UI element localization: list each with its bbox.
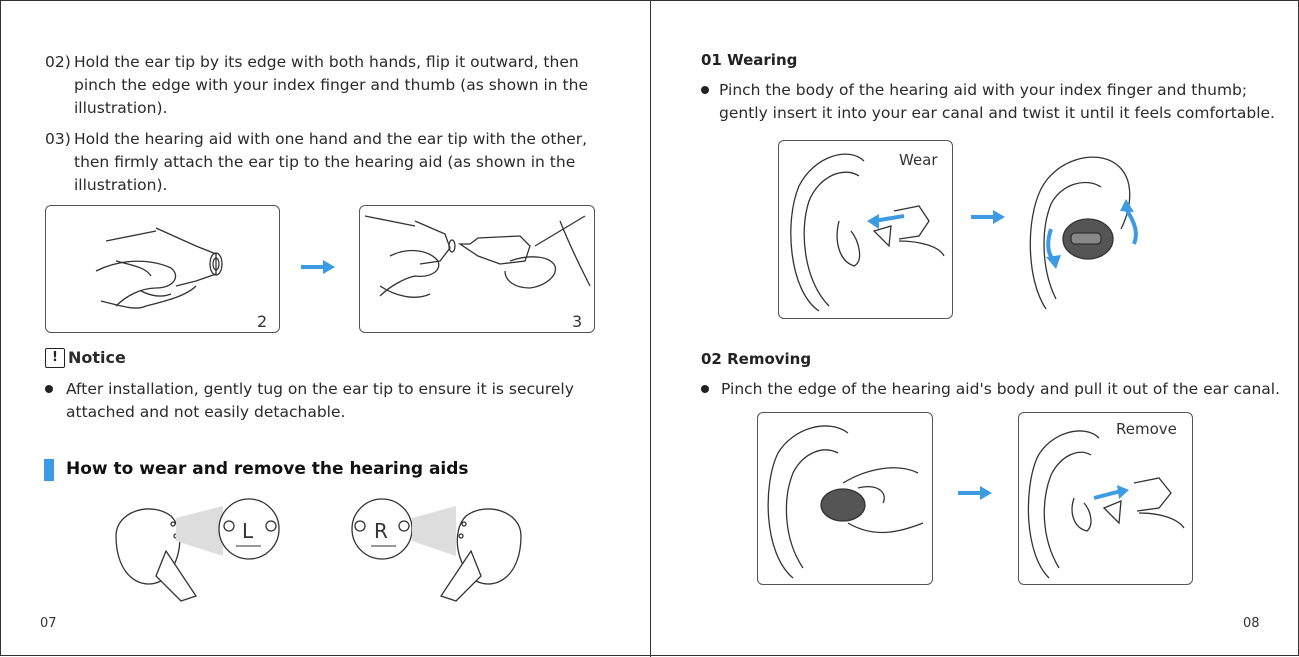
remove-panel-label: Remove [1116, 420, 1177, 438]
removing-line1: Pinch the edge of the hearing aid's body… [721, 380, 1281, 398]
step-03-line1: Hold the hearing aid with one hand and t… [74, 130, 588, 148]
step-02-line2: pinch the edge with your index finger an… [74, 76, 588, 94]
step-02-line3: illustration). [74, 99, 168, 117]
ear-insert-illustration [790, 153, 945, 312]
ear-tip-pinch-illustration [95, 227, 223, 309]
illustration-panel-step3: 3 [359, 205, 595, 333]
left-hearing-aid-illustration: L [115, 498, 280, 602]
attach-ear-tip-illustration [364, 215, 591, 298]
panel-number-2: 2 [257, 312, 268, 331]
section-title: How to wear and remove the hearing aids [66, 459, 469, 479]
page-divider [650, 1, 651, 657]
step-03-line3: illustration). [74, 176, 168, 194]
illustration-panel-remove: Remove [1018, 412, 1193, 585]
page-number-right: 08 [1243, 616, 1260, 631]
illustration-panel-pinch [757, 412, 933, 585]
notice-title: Notice [68, 348, 126, 367]
panel-number-3: 3 [572, 312, 583, 331]
notice-icon: ! [45, 348, 65, 368]
arrow-right-icon [971, 210, 1005, 224]
wearing-line1: Pinch the body of the hearing aid with y… [719, 81, 1248, 99]
page-right: 01 Wearing Pinch the body of the hearing… [651, 1, 1299, 657]
wearing-heading: 01 Wearing [701, 51, 798, 69]
right-hearing-aid-illustration: R [351, 498, 522, 602]
right-marker: R [374, 519, 388, 543]
left-marker: L [242, 519, 254, 543]
illustration-panel-step2: 2 [45, 205, 280, 333]
ear-remove-illustration [1027, 430, 1185, 579]
step-03-number: 03) [45, 130, 71, 148]
wearing-line2: gently insert it into your ear canal and… [719, 104, 1275, 122]
bullet-icon [45, 385, 53, 393]
bullet-icon [701, 385, 709, 393]
step-02-number: 02) [45, 53, 71, 71]
notice-line1: After installation, gently tug on the ea… [66, 380, 574, 398]
step-03-line2: then firmly attach the ear tip to the he… [74, 153, 576, 171]
bullet-icon [701, 86, 709, 94]
ear-worn-illustration [1029, 156, 1138, 310]
arrow-right-icon [958, 486, 992, 500]
page-left: 02) Hold the ear tip by its edge with bo… [1, 1, 650, 657]
removing-heading: 02 Removing [701, 350, 812, 368]
section-accent-bar [44, 459, 54, 481]
illustration-panel-wear: Wear [778, 140, 953, 319]
page-number-left: 07 [40, 616, 57, 631]
notice-line2: attached and not easily detachable. [66, 403, 346, 421]
arrow-right-icon [301, 260, 335, 274]
ear-pinch-illustration [767, 425, 924, 579]
wear-panel-label: Wear [899, 151, 938, 169]
step-02-line1: Hold the ear tip by its edge with both h… [74, 53, 579, 71]
